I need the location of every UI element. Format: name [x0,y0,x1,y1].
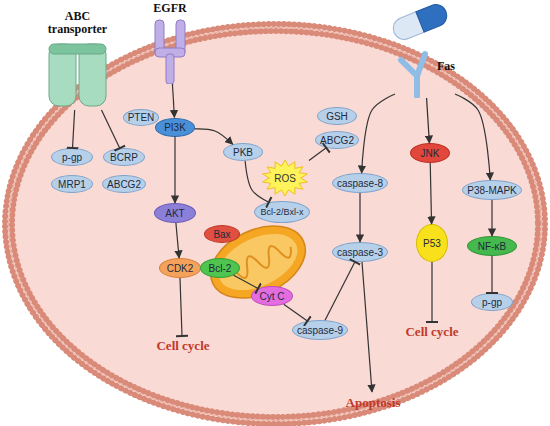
membrane-core [9,28,542,421]
inhibition-connector [309,148,326,161]
mitochondrion [199,212,317,312]
protein-node: caspase-3 [332,242,388,262]
ros-burst: ROS [261,159,309,197]
fas-receptor-shape [395,48,455,98]
capsule-half [416,1,450,32]
receptor-label: ABC transporter [35,10,120,36]
node-label: Cyt C [260,291,285,302]
transporter-cap [49,44,106,54]
node-label: Bcl-2 [209,263,232,274]
activation-connector [195,129,233,144]
protein-node: caspase-8 [332,173,388,193]
protein-node: BCRP [103,148,145,166]
mitochondrion-outer [199,212,317,312]
protein-node: CDK2 [159,258,201,278]
inhibition-connector [284,304,308,321]
node-label: PI3K [164,122,186,133]
node-label: BCRP [110,152,138,163]
protein-node: AKT [154,203,196,223]
node-label: JNK [421,148,440,159]
node-label: p-gp [62,152,82,163]
receptor-label: Fas [437,60,455,73]
receptor-body [155,20,185,84]
protein-node: JNK [410,143,450,163]
outcome-label: Apoptosis [346,395,401,411]
protein-node: NF-κB [467,236,517,256]
protein-node: PI3K [155,118,195,137]
protein-node: Bax [204,225,240,243]
activation-connector [491,200,492,236]
node-label: ABCG2 [107,179,141,190]
protein-node: Cyt C [251,286,293,306]
node-label: MRP1 [58,179,86,190]
inhibition-connector [234,275,258,288]
receptor-segment [166,54,174,84]
outcome-label: Cell cycle [156,338,209,354]
node-label: GSH [326,111,348,122]
node-label: Bcl-2/Bxl-x [260,207,303,218]
node-label: caspase-3 [337,247,383,258]
protein-node: GSH [317,107,357,125]
protein-node: MRP1 [51,175,93,193]
outcome-label: Cell cycle [405,324,458,340]
activation-connector [362,94,395,173]
cell-membrane-inner [12,31,538,417]
node-label: AKT [165,208,184,219]
inhibition-connector [491,256,492,293]
node-label: P38-MAPK [467,185,516,196]
protein-node: p-gp [51,148,93,166]
protein-node: ABCG2 [102,175,146,193]
protein-node: P53 [416,224,448,262]
activation-connector [430,163,431,224]
activation-connector [176,223,179,258]
protein-node: P38-MAPK [462,180,522,200]
node-label: PTEN [128,112,155,123]
protein-node: Bcl-2/Bxl-x [254,201,310,223]
node-label: PKB [233,147,253,158]
node-label: P53 [423,238,441,249]
node-label: NF-κB [478,241,506,252]
node-label: ROS [274,173,296,184]
abc-transporter: ABC transporter [35,10,120,110]
protein-node: ABCG2 [315,131,359,149]
cell-membrane-outer [5,24,545,424]
node-label: caspase-8 [337,178,383,189]
protein-node: Bcl-2 [200,258,240,278]
receptor-label: EGFR [135,2,205,15]
receptor-body [401,54,425,96]
node-label: ABCG2 [320,135,354,146]
activation-connector [174,137,175,204]
protein-node: p-gp [471,293,513,311]
activation-line [362,262,372,392]
activation-connector [359,193,360,242]
protein-node: caspase-9 [292,320,348,340]
activation-connector [172,84,174,118]
drug-capsule [390,1,450,42]
node-label: Bax [213,229,230,240]
inhibition-connector [101,110,119,148]
fas-receptor: Fas [395,48,455,98]
activation-connector [427,98,430,143]
inhibition-connector [73,110,75,148]
egfr-receptor: EGFR [135,2,205,84]
activation-connector [455,94,490,180]
node-label: p-gp [482,297,502,308]
inhibition-connector [325,262,355,320]
inhibit-line [431,262,432,322]
node-label: caspase-9 [297,325,343,336]
node-label: CDK2 [167,263,194,274]
inhibit-line [180,278,182,336]
protein-node: PKB [223,143,263,161]
burst-outline [263,160,308,196]
protein-node: PTEN [123,109,159,126]
